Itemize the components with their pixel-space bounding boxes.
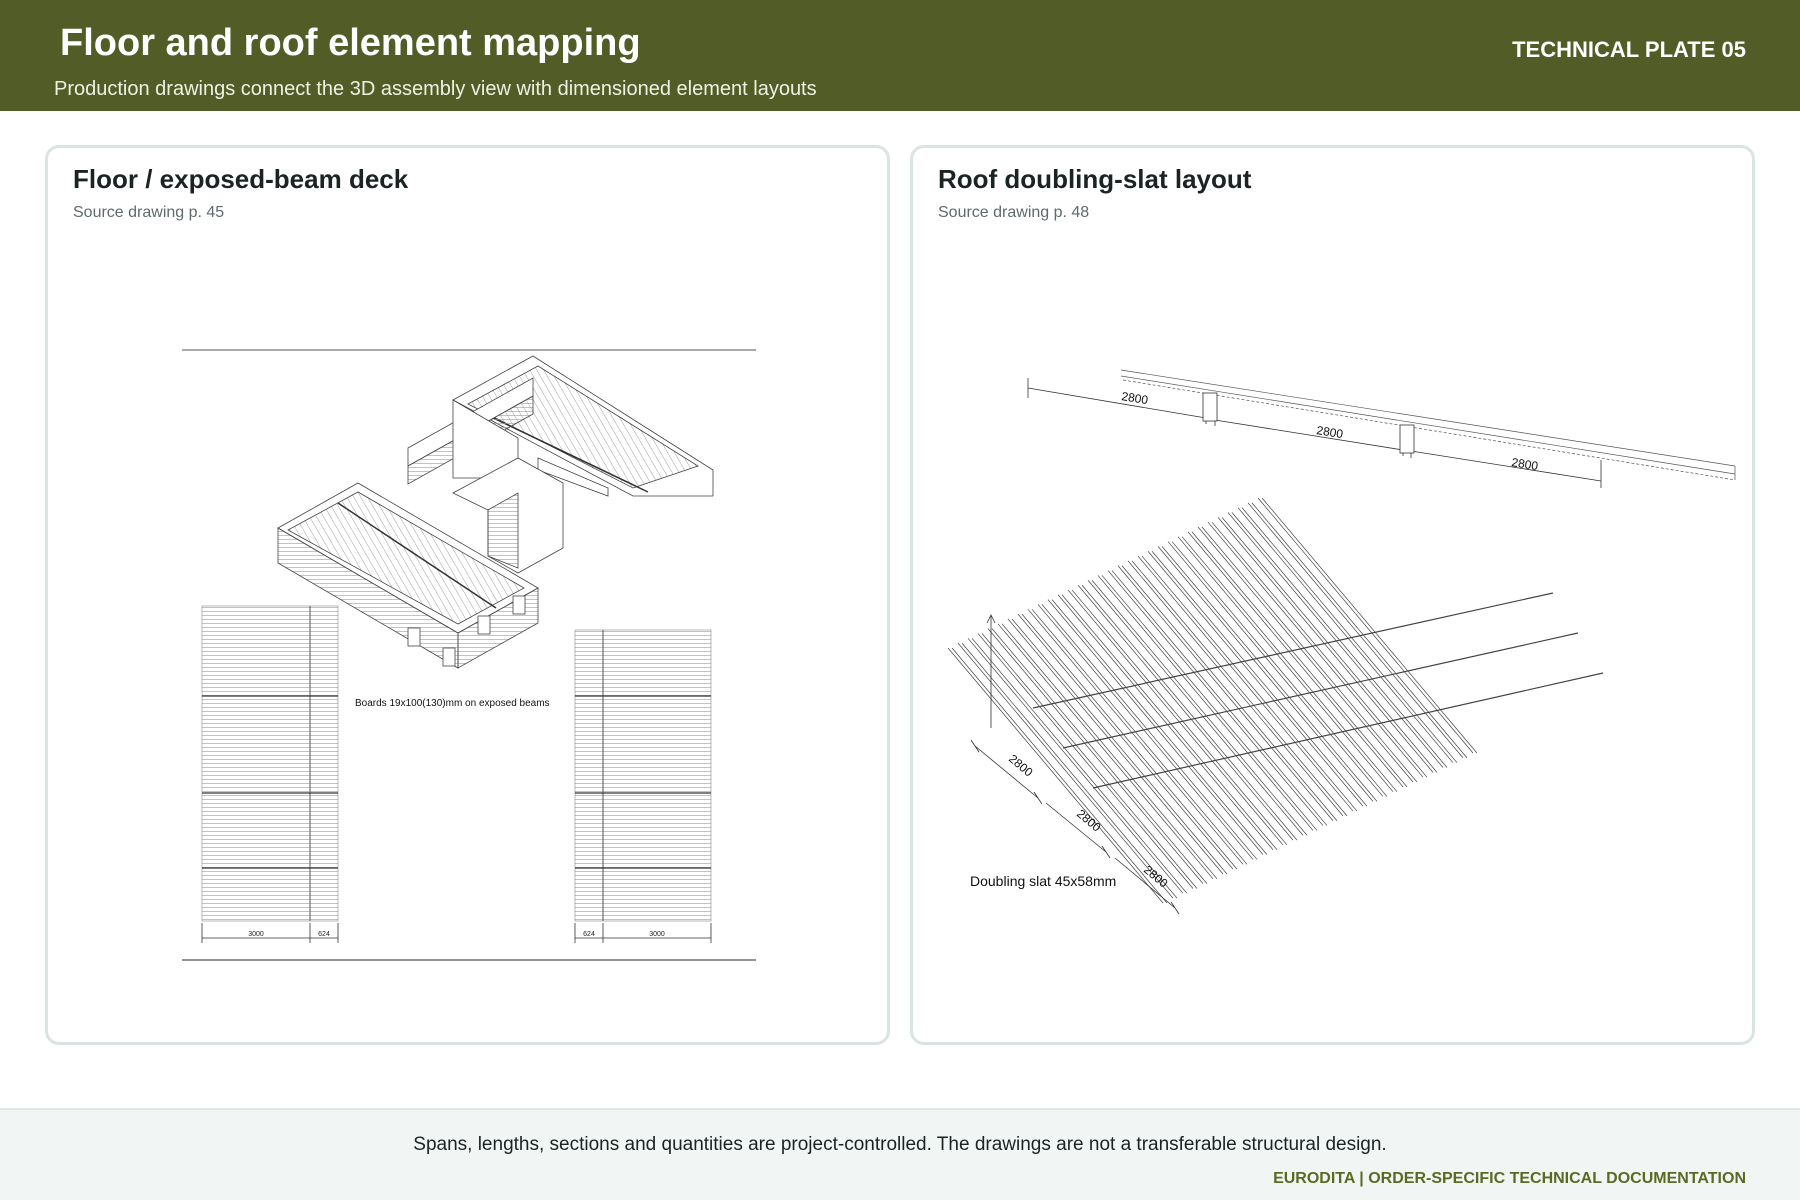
roof-slat [1087,580,1304,836]
roof-slat [991,628,1208,884]
roof-slat [947,647,1164,904]
roof-slat [1201,526,1418,783]
page-footer: Spans, lengths, sections and quantities … [0,1108,1800,1200]
panel-source: Source drawing p. 48 [938,204,1090,221]
roof-slat [1171,541,1388,797]
roof-slat [1157,546,1374,802]
roof-slat [1187,531,1404,788]
roof-slat [1057,594,1274,850]
side-dim-3: 2800 [1141,863,1171,891]
roof-slat [977,633,1194,889]
roof-slat [1177,536,1394,792]
roof-slat [981,633,1198,889]
top-dim-3: 2800 [1511,455,1540,473]
roof-slat [971,638,1188,894]
roof-slat [1011,618,1228,875]
roof-slat [1061,594,1278,850]
roof-slat [1117,565,1334,821]
roof-slat [997,623,1214,880]
roof-slat [951,647,1168,904]
roof-slat-panel: Roof doubling-slat layout Source drawing… [910,145,1755,1045]
roof-slat [1037,604,1254,860]
panel-title: Roof doubling-slat layout [938,164,1252,194]
page-header: Floor and roof element mapping Productio… [0,0,1800,111]
roof-slat [1051,599,1268,855]
roof-slat [1251,502,1468,759]
roof-slat [1007,618,1224,875]
roof-slat [1167,541,1384,797]
roof-slat [1081,584,1298,841]
roof-slat [1131,560,1348,817]
roof-batten [1032,592,1554,709]
roof-slat [1221,517,1438,773]
deck-isometric-upper [407,355,714,497]
roof-slat [1261,497,1478,754]
deck-plan-left [201,605,339,943]
top-dim-chain [1027,378,1602,488]
roof-slat [1211,521,1428,778]
roof-slat [1241,507,1458,763]
page-subtitle: Production drawings connect the 3D assem… [54,78,817,100]
dim-left-3000: 3000 [248,931,264,938]
deck-isometric-lower [277,457,564,669]
roof-slat [1161,546,1378,802]
roof-slat [1001,623,1218,880]
floor-deck-panel: Floor / exposed-beam deck Source drawing… [45,145,890,1045]
roof-slat [1097,575,1314,831]
roof-batten [1062,632,1579,749]
roof-batten [1092,672,1604,789]
roof-slat [1077,584,1294,841]
roof-slat [1137,555,1354,812]
roof-slat [1067,589,1284,846]
roof-slat [1151,551,1368,807]
roof-slat [1017,613,1234,870]
floor-deck-drawing: 3000 624 624 3000 Boards 19x100(130)mm o… [182,349,756,961]
footer-brand: EURODITA | ORDER-SPECIFIC TECHNICAL DOCU… [1273,1170,1746,1187]
roof-slat [1141,555,1358,812]
roof-slat [1207,521,1424,778]
footer-note: Spans, lengths, sections and quantities … [413,1134,1387,1155]
side-dim-chain [970,614,1180,915]
roof-slat [967,638,1184,894]
roof-slat [1111,570,1328,826]
roof-slat [1197,526,1414,783]
roof-slat [1091,580,1308,836]
roof-slat [1191,531,1408,788]
dim-right-3000: 3000 [649,931,665,938]
roof-slat [1031,609,1248,865]
page-title: Floor and roof element mapping [60,22,641,64]
dim-right-624: 624 [583,931,595,938]
roof-slat [1107,570,1324,826]
roof-slat [1071,589,1288,846]
top-dim-1: 2800 [1121,389,1150,407]
roof-slat [1181,536,1398,792]
deck-annotation: Boards 19x100(130)mm on exposed beams [355,698,550,709]
roof-slat [1127,560,1344,817]
roof-slat [1147,551,1364,807]
roof-slat [1227,512,1444,768]
top-slat [1120,369,1736,481]
slat-field [947,497,1604,904]
deck-plan-right [574,629,712,943]
roof-slat [957,642,1174,899]
top-dim-2: 2800 [1316,423,1345,441]
roof-slat [987,628,1204,884]
roof-slat-drawing: 2800 2800 2800 2800 2800 2800 Doubling s… [947,369,1736,915]
roof-slat [1217,517,1434,773]
roof-slat [1237,507,1454,763]
slat-annotation: Doubling slat 45x58mm [970,873,1116,889]
panel-source: Source drawing p. 45 [73,204,225,221]
dim-left-624: 624 [318,931,330,938]
roof-slat [1121,565,1338,821]
roof-slat [1027,609,1244,865]
roof-slat [961,642,1178,899]
roof-slat [1247,502,1464,759]
plate-label: TECHNICAL PLATE 05 [1512,37,1746,62]
roof-slat [1021,613,1238,870]
roof-slat [1101,575,1318,831]
roof-slat [1041,604,1258,860]
panel-title: Floor / exposed-beam deck [73,164,409,194]
